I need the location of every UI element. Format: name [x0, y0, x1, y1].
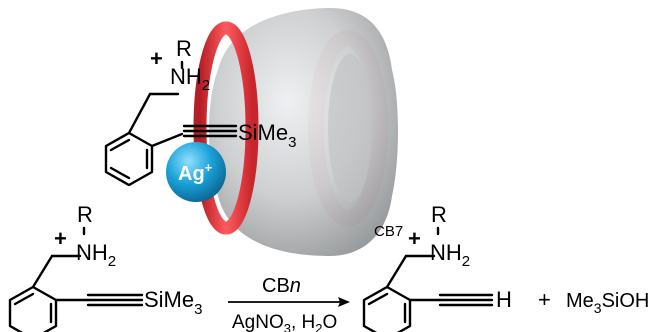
silver-ion-sphere [166, 142, 226, 202]
product-amine: NH2 [430, 240, 470, 270]
reactant-amine: NH2 [76, 240, 116, 270]
product-terminal-h: H [496, 287, 512, 312]
reagent-bottom: AgNO3, H2O [232, 312, 337, 332]
cb7-host [193, 8, 398, 256]
host-label: CB7 [374, 223, 403, 240]
host-r-group: R [176, 36, 192, 61]
reactant-charge: + [54, 226, 67, 251]
host-charge: + [150, 46, 163, 71]
silver-ion: Ag+ [166, 142, 226, 202]
host-guest-molecule [104, 60, 238, 187]
product-charge: + [408, 226, 421, 251]
product-r-group: R [431, 202, 447, 227]
reactant-silyl: SiMe3 [144, 287, 202, 318]
host-back-cavity [328, 54, 372, 202]
product-molecule [362, 226, 494, 332]
host-front-rim [193, 21, 259, 235]
byproduct: Me3SiOH [566, 290, 649, 316]
host-amine: NH2 [170, 64, 210, 94]
reagent-top: CBn [262, 275, 301, 297]
plus-sign: + [538, 287, 551, 312]
reaction-arrow [228, 297, 350, 307]
silver-ion-label: Ag+ [178, 160, 213, 185]
reactant-molecule [8, 226, 144, 332]
host-silyl: SiMe3 [238, 120, 296, 151]
reactant-r-group: R [77, 202, 93, 227]
